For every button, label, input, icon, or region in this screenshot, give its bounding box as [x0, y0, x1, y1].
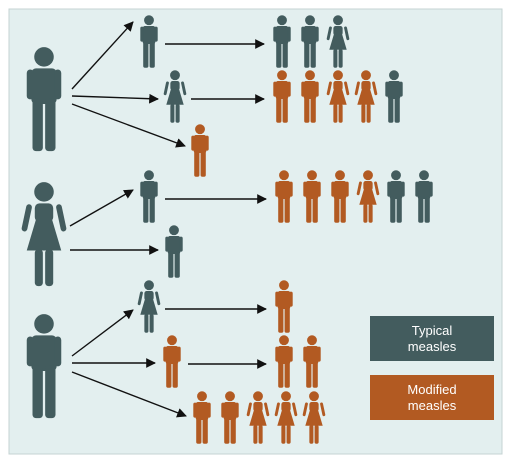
transmission-arrow [71, 93, 159, 104]
legend-typical-swatch [370, 316, 494, 361]
legend-modified: Modified measles [370, 375, 494, 420]
transmission-arrow [71, 371, 187, 418]
arrows-layer [69, 21, 267, 418]
legend-typical: Typical measles [370, 316, 494, 361]
legend-modified-label: Modified measles [407, 381, 457, 413]
transmission-arrow [69, 189, 134, 227]
legend-modified-swatch [370, 375, 494, 420]
transmission-arrow [71, 21, 134, 90]
transmission-arrow [71, 103, 186, 148]
transmission-arrow [71, 309, 134, 357]
legend-typical-label: Typical measles [407, 322, 457, 354]
